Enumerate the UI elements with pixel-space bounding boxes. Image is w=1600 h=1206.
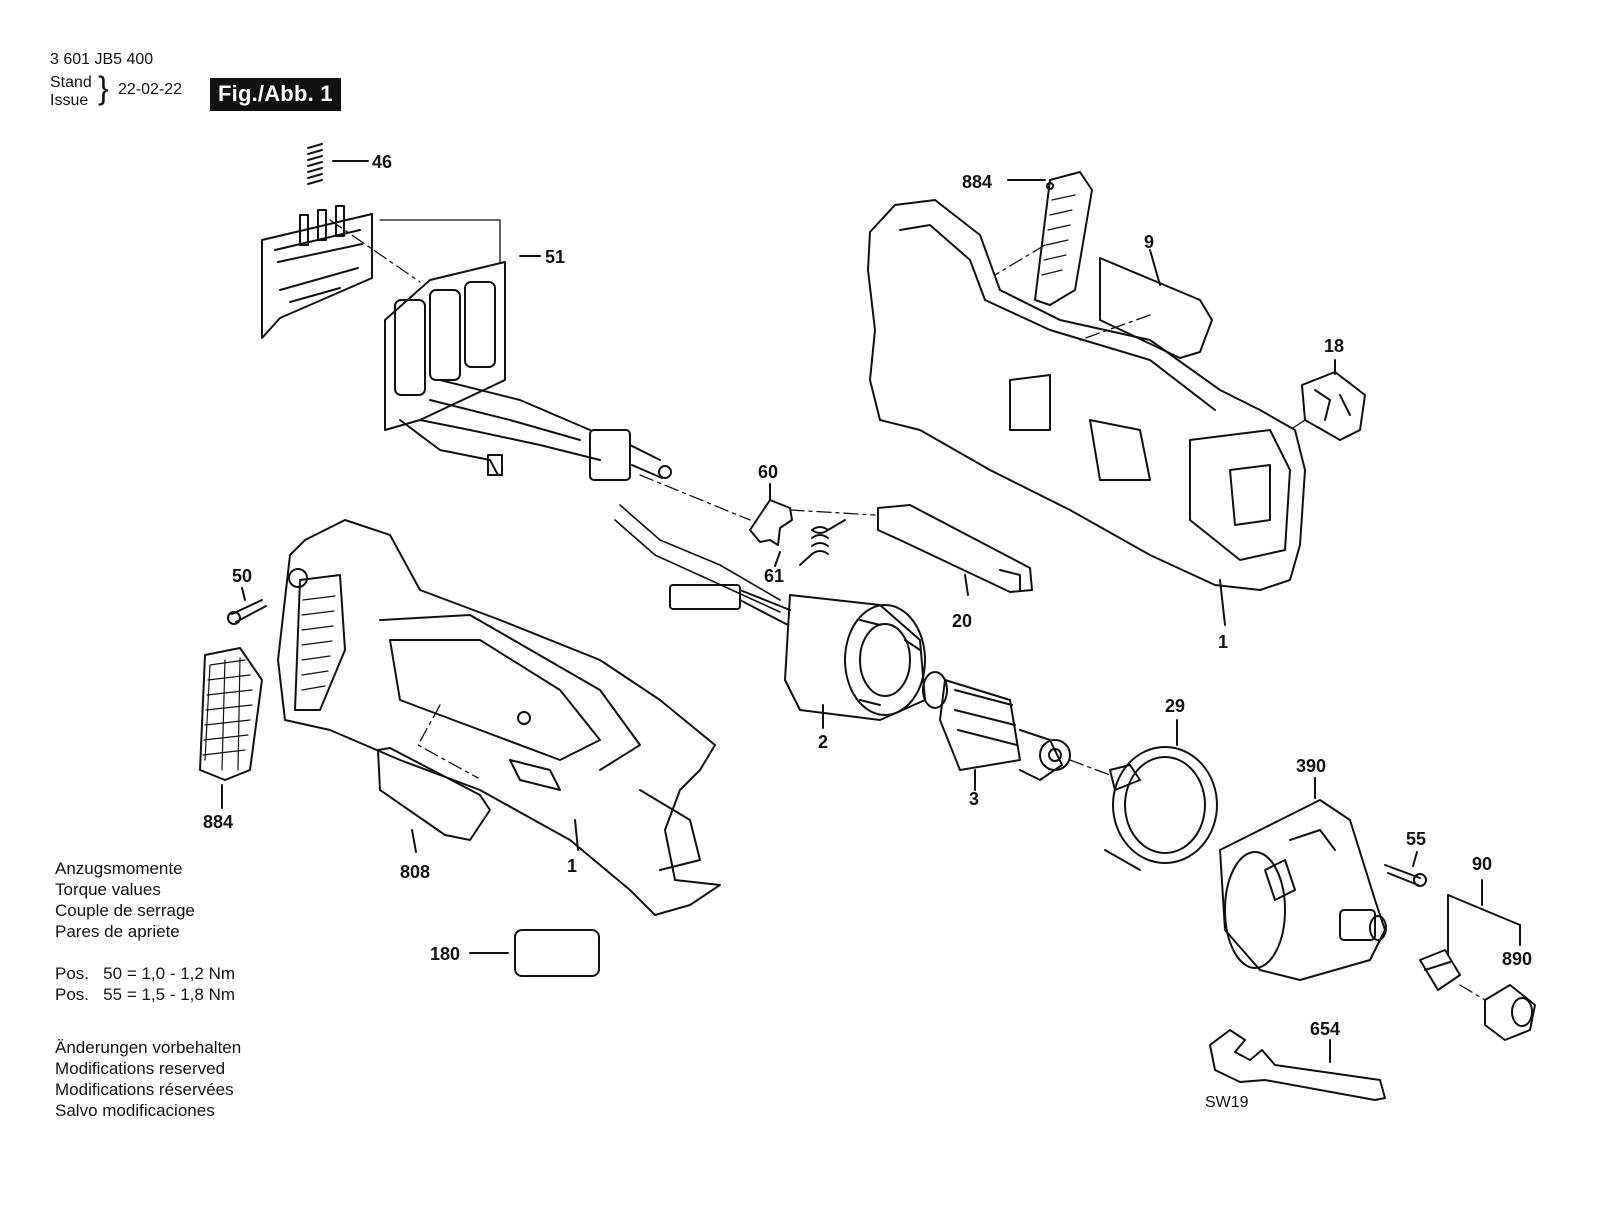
spring-part-46: 46: [307, 143, 392, 185]
nut-part-890: 890: [1459, 924, 1536, 1041]
callout-2: 2: [818, 732, 828, 752]
modification-notes: Änderungen vorbehalten Modifications res…: [55, 1037, 241, 1121]
plate-part-18: 18: [1289, 336, 1366, 441]
callout-180: 180: [430, 944, 460, 964]
brace: }: [98, 70, 109, 106]
switch-assembly-part-51: 51: [261, 205, 672, 481]
stand-label: Stand: [50, 74, 92, 91]
wrench-part-654: 654 SW19: [1205, 1019, 1386, 1111]
armature-part-3: 3: [922, 671, 1111, 809]
spring-part-61: 61: [764, 519, 846, 586]
callout-884-upper: 884: [962, 172, 992, 192]
housing-lower-part-1: 1: [277, 519, 721, 916]
modification-note-en: Modifications reserved: [55, 1059, 226, 1078]
torque-heading-en: Torque values: [55, 880, 161, 899]
callout-890: 890: [1502, 949, 1532, 969]
callout-9: 9: [1144, 232, 1154, 252]
torque-heading-es: Pares de apriete: [55, 922, 180, 941]
issue-date: 22-02-22: [118, 81, 183, 98]
baffle-part-29: 29: [1104, 696, 1218, 871]
stator-part-2: 2: [614, 504, 926, 752]
callout-884-lower: 884: [203, 812, 233, 832]
callout-61: 61: [764, 566, 784, 586]
callout-46: 46: [372, 152, 392, 172]
callout-1-lower: 1: [567, 856, 577, 876]
label-part-808: 808: [377, 704, 491, 882]
screw-part-50: 50: [227, 566, 267, 625]
callout-390: 390: [1296, 756, 1326, 776]
torque-heading-fr: Couple de serrage: [55, 901, 195, 920]
label-part-9: 9: [1079, 232, 1213, 359]
torque-value-50: Pos. 50 = 1,0 - 1,2 Nm: [55, 964, 236, 983]
torque-heading-de: Anzugsmomente: [55, 859, 183, 878]
modification-note-de: Änderungen vorbehalten: [55, 1038, 242, 1057]
vent-cover-part-884-upper: 884: [962, 171, 1093, 306]
collet-set-part-90: 90: [1419, 854, 1521, 991]
wrench-size-label: SW19: [1205, 1094, 1249, 1111]
issue-label: Issue: [50, 92, 89, 109]
callout-18: 18: [1324, 336, 1344, 356]
callout-3: 3: [969, 789, 979, 809]
modification-note-es: Salvo modificaciones: [55, 1101, 215, 1120]
callout-50: 50: [232, 566, 252, 586]
callout-20: 20: [952, 611, 972, 631]
callout-1-upper: 1: [1218, 632, 1228, 652]
callout-808: 808: [400, 862, 430, 882]
callout-654: 654: [1310, 1019, 1340, 1039]
modification-note-fr: Modifications réservées: [55, 1080, 234, 1099]
callout-90: 90: [1472, 854, 1492, 874]
gear-head-part-390: 390: [1219, 756, 1387, 981]
slider-part-20: 20: [877, 504, 1033, 631]
housing-upper-part-1: 1: [867, 199, 1306, 652]
callout-29: 29: [1165, 696, 1185, 716]
screw-part-55: 55: [1384, 829, 1427, 887]
callout-51: 51: [545, 247, 565, 267]
part-number: 3 601 JB5 400: [50, 51, 154, 68]
figure-label: Fig./Abb. 1: [210, 78, 341, 111]
vent-cover-part-884-lower: 884: [199, 647, 263, 832]
torque-value-55: Pos. 55 = 1,5 - 1,8 Nm: [55, 985, 236, 1004]
callout-55: 55: [1406, 829, 1426, 849]
lever-part-60: 60: [639, 462, 876, 546]
torque-notes: Anzugsmomente Torque values Couple de se…: [55, 858, 235, 1005]
box-part-180: 180: [430, 929, 600, 977]
callout-60: 60: [758, 462, 778, 482]
